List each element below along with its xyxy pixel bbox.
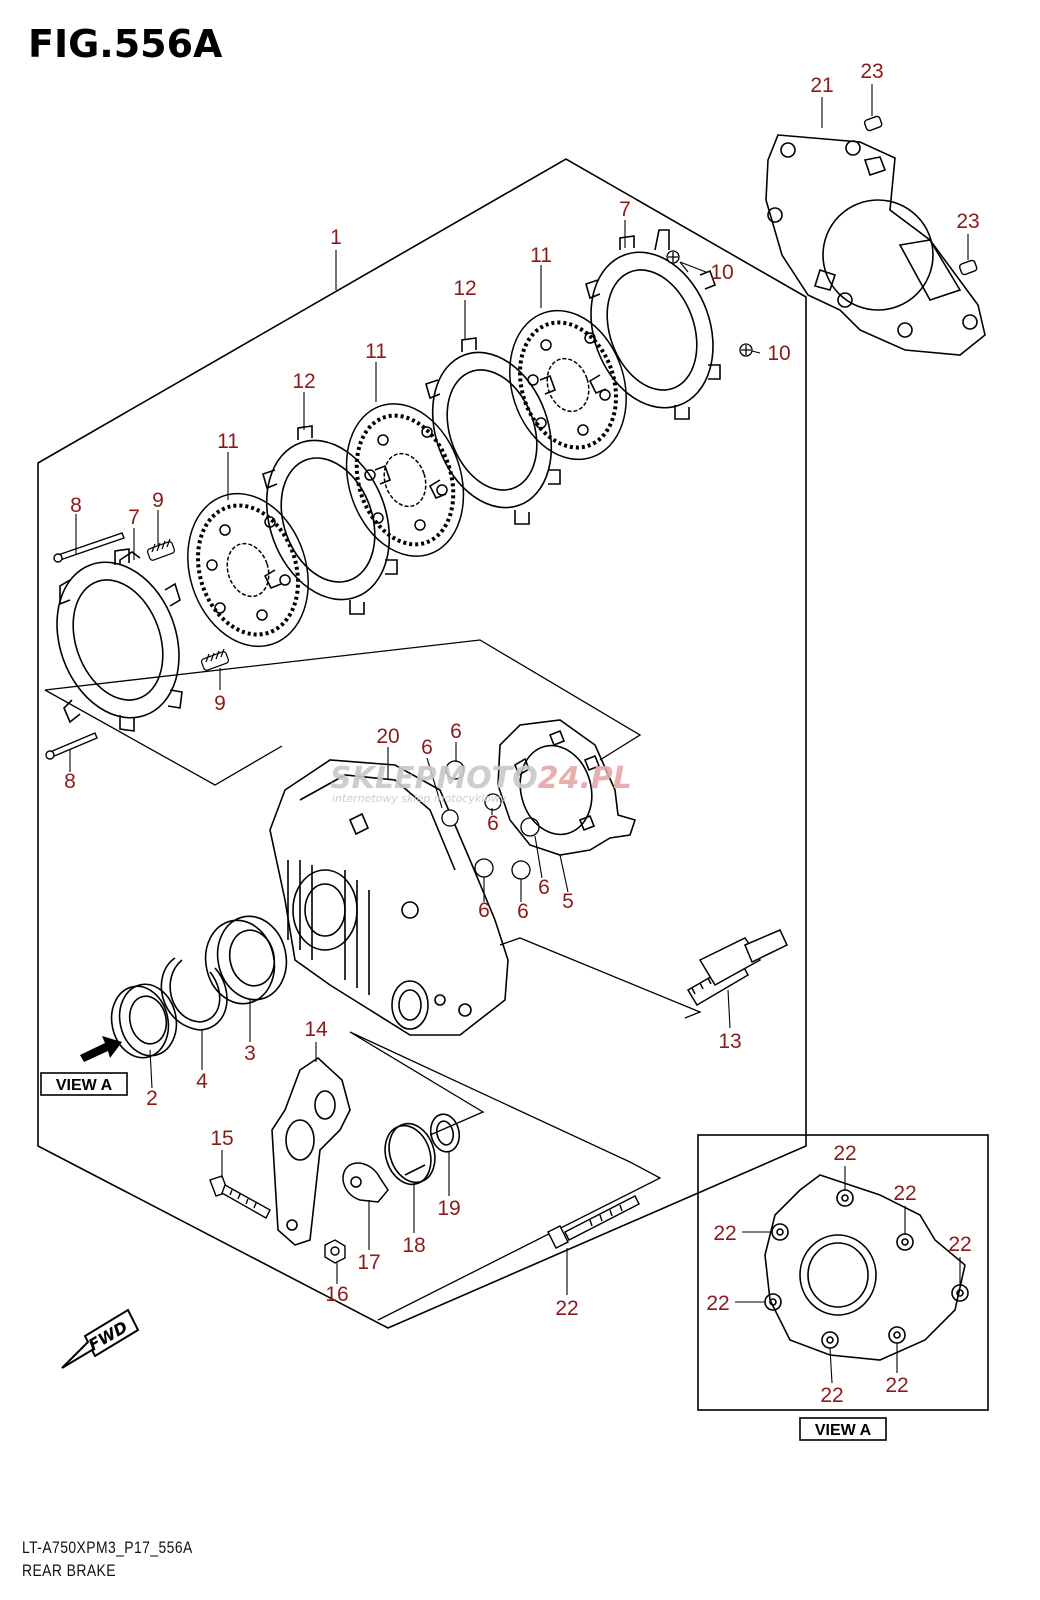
callout-22-inset-c: 22 xyxy=(713,1222,736,1245)
bolt-15 xyxy=(209,1175,271,1219)
callout-22-inset-e: 22 xyxy=(706,1292,729,1315)
view-a-label-inset: VIEW A xyxy=(799,1417,887,1441)
callout-22-inset-g: 22 xyxy=(885,1374,908,1397)
pin-8-bottom xyxy=(45,732,98,760)
spring-18 xyxy=(384,1122,436,1186)
plate-12-right xyxy=(425,337,561,525)
callout-11-right: 11 xyxy=(530,244,552,267)
dowel-23-right xyxy=(958,259,978,276)
callout-6-b: 6 xyxy=(421,736,433,759)
callout-22-inset-d: 22 xyxy=(948,1233,971,1256)
callout-2: 2 xyxy=(146,1087,158,1110)
callout-21: 21 xyxy=(810,74,833,97)
bolt-22 xyxy=(547,1195,640,1249)
view-a-label-left: VIEW A xyxy=(40,1072,128,1096)
dowel-23-top xyxy=(863,115,883,132)
watermark: SKLEPMOTO24.PL internetowy sklep motocyk… xyxy=(330,761,632,805)
nut-16 xyxy=(324,1239,346,1264)
svg-text:SKLEPMOTO24.PL: SKLEPMOTO24.PL xyxy=(330,761,632,796)
callout-7-left: 7 xyxy=(128,506,140,529)
shaft-leader xyxy=(499,937,702,1019)
watermark-brand-a: SKLEP xyxy=(330,761,436,796)
lower-group-outline xyxy=(349,1031,662,1321)
clip-10-top xyxy=(666,250,680,264)
callout-17: 17 xyxy=(357,1251,380,1274)
pin-8-top xyxy=(53,532,125,563)
snap-ring-4 xyxy=(160,957,228,1031)
callout-6-f: 6 xyxy=(517,900,529,923)
spring-9-top xyxy=(146,538,176,561)
watermark-tagline: internetowy sklep motocyklowy xyxy=(332,792,507,805)
section-name: REAR BRAKE xyxy=(22,1561,116,1580)
callout-7-right: 7 xyxy=(619,198,631,221)
callout-12-right: 12 xyxy=(453,277,476,300)
plate-7-left xyxy=(56,548,183,732)
callout-22-inset-b: 22 xyxy=(893,1182,916,1205)
callout-23-top: 23 xyxy=(860,60,883,83)
callout-22-inset-f: 22 xyxy=(820,1384,843,1407)
callout-6-c: 6 xyxy=(487,812,499,835)
cam-plate-5 xyxy=(497,719,637,856)
friction-disc-11-middle xyxy=(345,403,465,557)
callout-6-d: 6 xyxy=(538,876,550,899)
watermark-brand-b: MOTO xyxy=(436,761,537,796)
callout-22-inset-a: 22 xyxy=(833,1142,856,1165)
callout-12-left: 12 xyxy=(292,370,315,393)
callout-11-middle: 11 xyxy=(365,340,387,363)
callout-1: 1 xyxy=(330,226,342,249)
callout-23-right: 23 xyxy=(956,210,979,233)
friction-disc-11-right xyxy=(509,309,627,461)
view-a-inset-frame xyxy=(697,1134,989,1411)
bearing-3 xyxy=(204,915,288,1005)
callout-13: 13 xyxy=(718,1030,741,1053)
callout-9-bottom: 9 xyxy=(214,692,226,715)
housing-20 xyxy=(269,759,509,1036)
callout-6-e: 6 xyxy=(478,899,490,922)
clip-10-bottom xyxy=(739,343,753,357)
callout-4: 4 xyxy=(196,1070,208,1093)
plate-7-right xyxy=(585,229,721,420)
friction-disc-11-left xyxy=(187,492,309,648)
leader-lines xyxy=(69,84,969,1384)
callout-5: 5 xyxy=(562,890,574,913)
oil-seal-2 xyxy=(110,983,178,1059)
callout-14: 14 xyxy=(304,1018,328,1041)
callout-6-a: 6 xyxy=(450,720,462,743)
shaft-13 xyxy=(686,929,788,1007)
callout-16: 16 xyxy=(325,1283,348,1306)
callout-19: 19 xyxy=(437,1197,460,1220)
watermark-brand-c: 24.PL xyxy=(538,761,632,796)
model-code: LT-A750XPM3_P17_556A xyxy=(22,1538,193,1557)
seal-19 xyxy=(429,1113,461,1153)
view-a-arrow xyxy=(80,1036,122,1062)
callout-20: 20 xyxy=(376,725,399,748)
view-a-text-inset: VIEW A xyxy=(815,1422,872,1439)
callout-11-left: 11 xyxy=(217,430,239,453)
callout-labels: 1 21 23 23 7 10 10 11 12 11 12 11 8 7 9 … xyxy=(64,60,980,1407)
callout-9-top: 9 xyxy=(152,489,164,512)
callout-8-top: 8 xyxy=(70,494,82,517)
spring-9-bottom xyxy=(200,648,230,671)
callout-8-bottom: 8 xyxy=(64,770,76,793)
plate-17 xyxy=(342,1162,389,1203)
view-a-text-left: VIEW A xyxy=(56,1077,113,1094)
callout-18: 18 xyxy=(402,1234,425,1257)
plate-group-outline xyxy=(44,639,642,786)
view-a-cover xyxy=(764,1174,969,1361)
callout-3: 3 xyxy=(244,1042,256,1065)
callout-10-bottom: 10 xyxy=(767,342,790,365)
callout-10-top: 10 xyxy=(710,261,733,284)
figure-title: FIG.556A xyxy=(28,22,223,66)
lever-14 xyxy=(271,1056,351,1246)
fwd-arrow: FWD xyxy=(61,1308,140,1369)
callout-15: 15 xyxy=(210,1127,233,1150)
gasket-21 xyxy=(765,134,986,356)
plate-12-left xyxy=(262,425,398,615)
assembly-outline xyxy=(37,158,807,1329)
callout-22-bolt: 22 xyxy=(555,1297,578,1320)
